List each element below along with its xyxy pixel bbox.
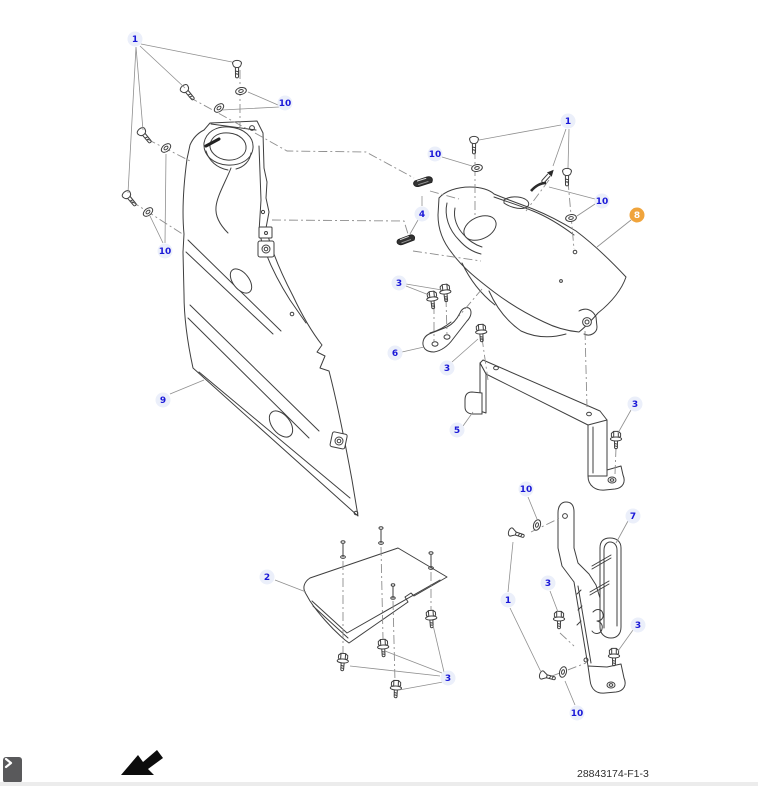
bolt-icon[interactable] xyxy=(425,290,440,310)
svg-text:3: 3 xyxy=(444,364,450,374)
screw-icon[interactable] xyxy=(135,125,155,146)
svg-text:10: 10 xyxy=(429,150,442,160)
washer-icon[interactable] xyxy=(212,101,226,115)
svg-text:3: 3 xyxy=(396,279,402,289)
callout-1[interactable]: 1 xyxy=(560,113,576,129)
svg-text:7: 7 xyxy=(630,512,636,522)
screw-icon[interactable] xyxy=(506,526,526,541)
svg-text:6: 6 xyxy=(392,349,398,359)
washer-icon[interactable] xyxy=(564,213,578,223)
callout-10[interactable]: 10 xyxy=(427,146,443,162)
bolt-icon[interactable] xyxy=(389,679,403,699)
bolt-icon[interactable] xyxy=(552,610,566,630)
callout-10[interactable]: 10 xyxy=(569,705,585,721)
clip-icon[interactable] xyxy=(412,175,434,188)
svg-text:5: 5 xyxy=(454,426,460,436)
callout-layer: 1 10 10 9 10 4 1 10 8 3 6 3 5 3 2 3 10 7 1 3 3 10 xyxy=(127,31,646,721)
part-6-bracket[interactable] xyxy=(422,307,472,353)
svg-text:1: 1 xyxy=(505,596,511,606)
svg-text:3: 3 xyxy=(632,400,638,410)
svg-text:10: 10 xyxy=(520,485,533,495)
washer-icon[interactable] xyxy=(234,86,248,96)
svg-text:10: 10 xyxy=(159,247,172,257)
callout-3[interactable]: 3 xyxy=(540,575,556,591)
bolt-icon[interactable] xyxy=(609,430,623,450)
bolt-icon[interactable] xyxy=(336,652,350,672)
callout-10[interactable]: 10 xyxy=(157,243,173,259)
callout-3[interactable]: 3 xyxy=(391,275,407,291)
horizontal-scrollbar[interactable] xyxy=(0,782,758,786)
bolt-icon[interactable] xyxy=(438,283,453,303)
svg-text:3: 3 xyxy=(635,621,641,631)
svg-text:8: 8 xyxy=(634,211,640,221)
svg-text:4: 4 xyxy=(419,210,425,220)
callout-3[interactable]: 3 xyxy=(630,617,646,633)
svg-text:10: 10 xyxy=(571,709,584,719)
callout-6[interactable]: 6 xyxy=(387,345,403,361)
washer-icon[interactable] xyxy=(557,665,569,679)
callout-7[interactable]: 7 xyxy=(625,508,641,524)
screw-icon[interactable] xyxy=(562,167,572,187)
callout-5[interactable]: 5 xyxy=(449,422,465,438)
orientation-arrow-icon xyxy=(121,750,163,775)
expand-panel-button[interactable] xyxy=(3,757,22,783)
screw-icon[interactable] xyxy=(538,669,557,684)
svg-text:1: 1 xyxy=(565,117,571,127)
callout-1[interactable]: 1 xyxy=(127,31,143,47)
washer-icon[interactable] xyxy=(141,205,155,219)
svg-text:9: 9 xyxy=(160,396,166,406)
retainer-ring-icon[interactable] xyxy=(530,181,547,192)
figure-reference: 28843174-F1-3 xyxy=(577,768,649,780)
callout-4[interactable]: 4 xyxy=(414,206,430,222)
bolt-icon[interactable] xyxy=(607,647,621,667)
part-9-side-panel[interactable] xyxy=(182,120,359,517)
callout-10[interactable]: 10 xyxy=(277,95,293,111)
bolt-icon[interactable] xyxy=(424,609,438,629)
svg-text:2: 2 xyxy=(264,573,270,583)
part-7-tall-bracket[interactable] xyxy=(557,501,626,694)
svg-text:10: 10 xyxy=(596,197,609,207)
callout-3[interactable]: 3 xyxy=(439,360,455,376)
svg-text:3: 3 xyxy=(445,674,451,684)
part-5-support-bracket[interactable] xyxy=(464,359,625,491)
callout-2[interactable]: 2 xyxy=(259,569,275,585)
screw-icon[interactable] xyxy=(120,188,140,209)
svg-text:1: 1 xyxy=(132,35,138,45)
callout-10[interactable]: 10 xyxy=(594,193,610,209)
part-8-cover[interactable] xyxy=(437,186,627,338)
part-2-plate[interactable] xyxy=(303,526,448,644)
svg-text:3: 3 xyxy=(545,579,551,589)
screw-icon[interactable] xyxy=(469,135,479,155)
chevron-right-icon xyxy=(4,757,13,769)
callout-3[interactable]: 3 xyxy=(627,396,643,412)
washer-icon[interactable] xyxy=(470,163,484,173)
svg-text:10: 10 xyxy=(279,99,292,109)
callout-9[interactable]: 9 xyxy=(155,392,171,408)
screw-icon[interactable] xyxy=(178,82,198,103)
callout-3[interactable]: 3 xyxy=(440,670,456,686)
washer-icon[interactable] xyxy=(159,141,173,155)
callout-8-highlighted[interactable]: 8 xyxy=(629,207,645,223)
fasteners xyxy=(120,59,623,699)
callout-leader-lines xyxy=(127,43,634,706)
callout-10[interactable]: 10 xyxy=(518,481,534,497)
washer-icon[interactable] xyxy=(531,518,543,532)
bolt-icon[interactable] xyxy=(376,638,390,658)
callout-1[interactable]: 1 xyxy=(500,592,516,608)
clip-icon[interactable] xyxy=(395,233,416,246)
